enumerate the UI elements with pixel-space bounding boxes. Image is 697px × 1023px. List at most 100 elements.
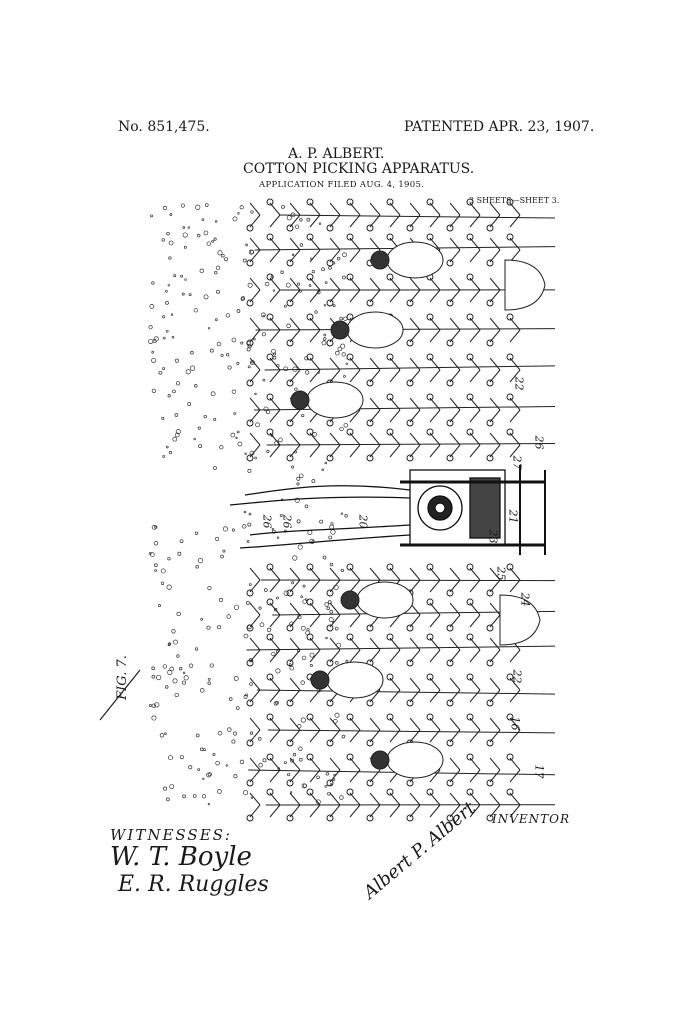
lint-speck — [329, 783, 333, 786]
lint-speck — [194, 647, 199, 651]
lint-speck — [213, 466, 217, 470]
lint-speck — [194, 384, 198, 388]
lint-speck — [281, 204, 285, 209]
lint-speck — [199, 688, 205, 693]
lint-speck — [217, 730, 223, 736]
lint-speck — [171, 335, 175, 339]
lint-speck — [195, 733, 200, 738]
lint-speck — [246, 540, 250, 543]
inventor-label: INVENTOR — [492, 812, 571, 826]
lint-speck — [332, 304, 336, 308]
lint-speck — [306, 217, 311, 222]
lint-speck — [244, 452, 247, 455]
lint-speck — [151, 715, 157, 721]
lint-speck — [162, 455, 166, 458]
lint-speck — [243, 510, 247, 514]
lint-speck — [294, 497, 300, 503]
lint-speck — [198, 444, 203, 449]
lint-speck — [246, 347, 251, 352]
lint-speck — [216, 789, 222, 794]
lint-speck — [184, 278, 187, 281]
lint-speck — [298, 746, 303, 752]
ref-numeral: 25 — [494, 566, 508, 581]
lint-speck — [296, 519, 301, 524]
lint-speck — [148, 704, 152, 707]
lint-speck — [300, 680, 305, 685]
lint-speck — [235, 436, 238, 440]
lint-speck — [257, 736, 262, 741]
lint-speck — [337, 346, 342, 352]
lint-speck — [200, 747, 204, 752]
lint-speck — [207, 681, 211, 685]
lint-speck — [216, 341, 222, 347]
lint-speck — [345, 659, 349, 663]
lint-speck — [201, 794, 207, 799]
lint-speck — [233, 412, 236, 415]
lint-speck — [168, 256, 172, 260]
lint-speck — [273, 352, 277, 356]
lint-speck — [276, 536, 280, 539]
lint-speck — [174, 413, 179, 417]
lint-speck — [332, 778, 336, 781]
ref-numeral: 20 — [356, 514, 370, 529]
lint-speck — [242, 524, 247, 529]
lint-speck — [166, 584, 172, 590]
lint-speck — [273, 701, 278, 706]
lint-speck — [215, 536, 220, 541]
lint-speck — [148, 325, 153, 330]
lint-speck — [165, 685, 169, 689]
lint-speck — [262, 378, 266, 382]
cotton-plant-rows — [246, 198, 556, 822]
lint-speck — [214, 220, 218, 223]
lint-speck — [304, 356, 309, 361]
lint-speck — [301, 413, 305, 418]
lint-speck — [201, 218, 205, 222]
lint-speck — [221, 253, 225, 258]
lint-speck — [224, 257, 228, 262]
picker-figure — [370, 741, 444, 779]
lint-speck — [165, 445, 169, 449]
lint-speck — [324, 461, 328, 465]
lint-speck — [179, 539, 184, 544]
figure-label: FIG. 7. — [114, 655, 130, 700]
lint-speck — [151, 350, 155, 354]
lint-speck — [300, 625, 306, 631]
cotton-plant — [246, 673, 556, 707]
lint-speck — [236, 309, 241, 313]
lint-speck — [329, 524, 335, 530]
ref-numeral: 22 — [510, 669, 524, 684]
lint-speck — [237, 212, 240, 215]
lint-speck — [172, 389, 176, 394]
ref-numeral: 23 — [486, 529, 500, 544]
lint-speck — [203, 748, 206, 752]
lint-speck — [297, 544, 303, 550]
lint-speck — [247, 468, 252, 473]
cotton-plant — [246, 563, 556, 597]
lint-speck — [161, 238, 165, 242]
lint-speck — [220, 353, 224, 357]
lint-speck — [214, 270, 218, 275]
lint-speck — [187, 402, 192, 406]
lint-speck — [236, 361, 240, 365]
lint-speck — [216, 289, 220, 294]
lint-speck — [315, 799, 321, 805]
lint-speck — [179, 667, 183, 671]
lint-speck — [153, 336, 159, 342]
cotton-plant — [246, 353, 556, 387]
lint-speck — [154, 563, 158, 568]
lint-speck — [163, 786, 168, 791]
lint-speck — [283, 366, 289, 372]
lint-speck — [254, 392, 257, 396]
lint-speck — [182, 226, 186, 229]
lint-speck — [162, 206, 167, 211]
ref-numeral: 26 — [532, 435, 546, 450]
lint-speck — [209, 663, 214, 668]
lint-speck — [175, 381, 181, 386]
lint-speck — [153, 541, 159, 546]
lint-speck — [179, 755, 184, 760]
lint-speck — [172, 436, 178, 442]
lint-speck — [172, 678, 178, 684]
lint-speck — [340, 512, 344, 515]
lint-speck — [308, 284, 312, 287]
